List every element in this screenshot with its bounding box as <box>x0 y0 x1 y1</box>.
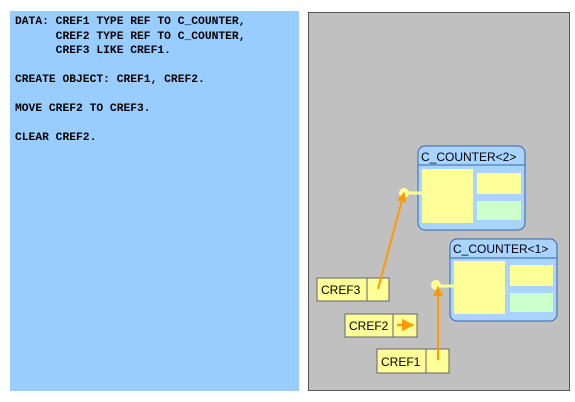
method-slot <box>510 293 553 312</box>
reference-target-dot <box>431 280 441 290</box>
object-label: C_COUNTER<1> <box>453 242 548 256</box>
attribute-slot <box>477 173 521 194</box>
arrow-cref3-to-object-2 <box>377 192 407 290</box>
reference-label: CREF3 <box>321 283 361 297</box>
object-label: C_COUNTER<2> <box>421 150 516 164</box>
reference-cref1: CREF1 <box>376 348 450 374</box>
reference-label: CREF1 <box>381 355 421 369</box>
attribute-block <box>454 261 505 314</box>
code-listing: DATA: CREF1 TYPE REF TO C_COUNTER, CREF2… <box>15 15 246 146</box>
code-line-9: CLEAR CREF2. <box>15 132 97 144</box>
attribute-slot <box>510 265 553 286</box>
object-c-counter-1: C_COUNTER<1> <box>431 238 558 322</box>
object-c-counter-2: C_COUNTER<2> <box>399 145 526 231</box>
code-line-5: CREATE OBJECT: CREF1, CREF2. <box>15 74 205 86</box>
code-line-7: MOVE CREF2 TO CREF3. <box>15 103 151 115</box>
code-line-2: CREF2 TYPE REF TO C_COUNTER, <box>15 30 246 43</box>
diagram-panel: C_COUNTER<2> C_COUNTER<1> CREF3 <box>308 12 570 391</box>
reference-name-box <box>376 348 427 374</box>
method-slot <box>477 201 521 220</box>
code-line-3: CREF3 LIKE CREF1. <box>15 45 171 57</box>
reference-cref2: CREF2 <box>344 313 418 338</box>
attribute-block <box>422 169 473 223</box>
code-panel: DATA: CREF1 TYPE REF TO C_COUNTER, CREF2… <box>10 11 299 391</box>
reference-cref3: CREF3 <box>316 277 390 302</box>
reference-value-box <box>366 277 390 302</box>
object-reference-diagram: C_COUNTER<2> C_COUNTER<1> CREF3 <box>316 145 558 374</box>
reference-label: CREF2 <box>349 319 389 333</box>
code-line-1: DATA: CREF1 TYPE REF TO C_COUNTER, <box>15 16 246 28</box>
